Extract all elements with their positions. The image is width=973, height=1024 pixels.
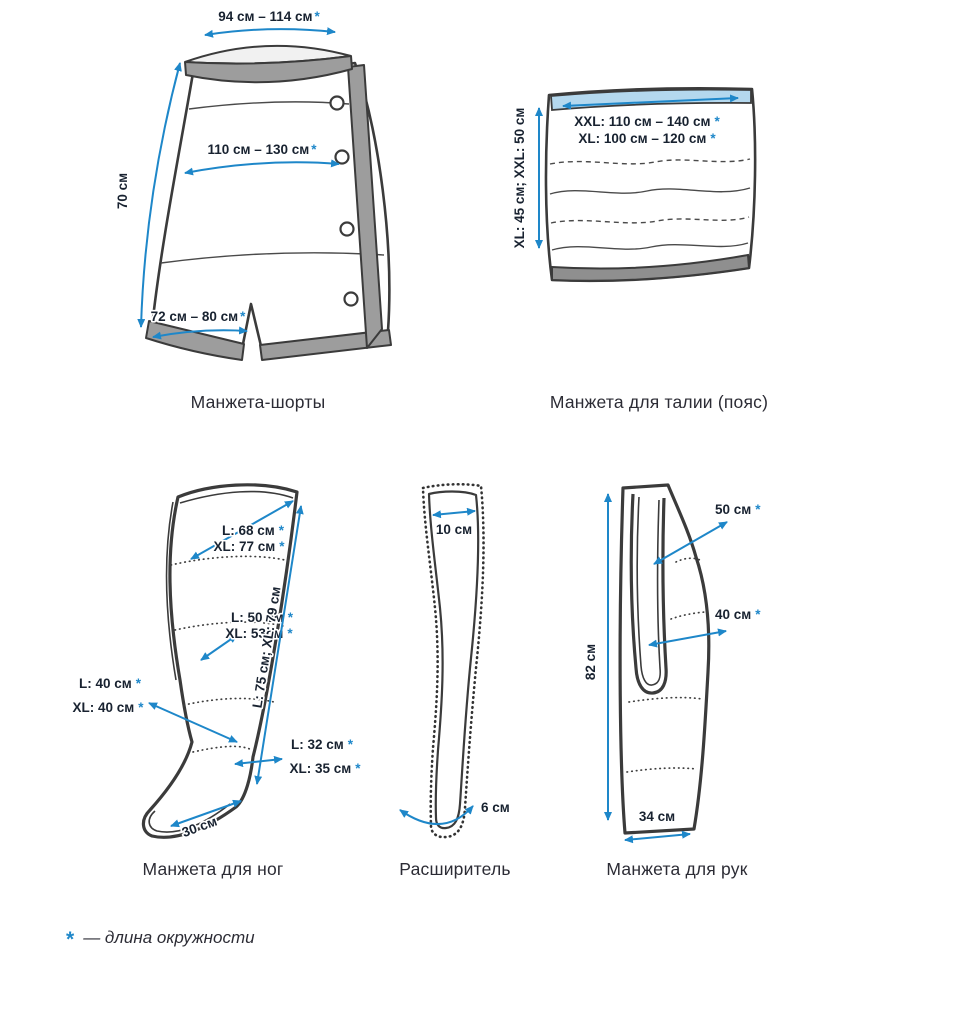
expander-bottom-width-arrow — [399, 805, 474, 825]
arm-length-measurement: 82 см — [583, 644, 598, 680]
forearm-measure-arrow — [648, 628, 727, 648]
leg-cuff-diagram: L: 68 см* XL: 77 см* L: 50 см* XL: 53см*… — [71, 483, 363, 842]
knee-measure-arrow — [200, 634, 238, 661]
thigh-measurement-xl: XL: 77 см* — [213, 539, 285, 554]
height-measure-arrow — [137, 62, 182, 328]
snap-button — [343, 291, 359, 307]
shorts-closure-stripe — [347, 64, 383, 349]
wrist-measurement: 34 см — [639, 809, 675, 824]
calf-measure-arrow — [148, 702, 238, 743]
leg-measurement: 72 см – 80 см* — [151, 309, 247, 324]
waist-measurement: 94 см – 114 см* — [218, 9, 320, 24]
expander-bottom-width: 6 см — [481, 800, 510, 815]
calf-measurement-l: L: 40 см* — [79, 676, 142, 691]
shorts-right-leg-hem — [259, 329, 392, 361]
expander-caption: Расширитель — [399, 859, 511, 879]
belt-roll-crease — [550, 216, 750, 224]
belt-roll-crease — [549, 158, 751, 165]
footnote-text: — длина окружности — [83, 928, 255, 947]
shoulder-measure-arrow — [653, 521, 728, 565]
belt-xxl-measurement: XXL: 110 см – 140 см* — [574, 114, 720, 129]
arm-cuff-strap-inner-line — [636, 496, 662, 686]
expander-diagram: 10 см 6 см — [399, 482, 511, 839]
calf-measurement-xl: XL: 40 см* — [72, 700, 144, 715]
arm-cuff-caption: Манжета для рук — [606, 859, 748, 879]
arm-cuff-seam — [628, 696, 703, 703]
belt-bottom-band — [551, 253, 751, 282]
expander-inner-panel — [427, 490, 480, 830]
arm-cuff-diagram: 50 см* 40 см* 82 см 34 см — [581, 483, 763, 844]
belt-roll-crease — [549, 187, 751, 195]
belt-xl-measurement: XL: 100 см – 120 см* — [578, 131, 716, 146]
leg-length-arrow — [254, 505, 304, 785]
asterisk-marker: * — [66, 928, 75, 951]
leg-cuff-seam — [192, 745, 253, 753]
ankle-measurement-l: L: 32 см* — [291, 737, 354, 752]
snap-button — [329, 95, 345, 111]
wrist-measure-arrow — [624, 830, 691, 844]
snap-button — [339, 221, 355, 237]
shoulder-measurement: 50 см* — [715, 502, 761, 517]
shorts-cuff-diagram: 94 см – 114 см* 70 см 110 см – 130 см* 7… — [113, 7, 392, 361]
waist-measure-arrow — [204, 27, 336, 38]
hips-measure-arrow — [184, 159, 340, 176]
leg-cuff-top-rim-line — [179, 490, 294, 504]
snap-button — [334, 149, 350, 165]
belt-caption: Манжета для талии (пояс) — [549, 392, 769, 412]
leg-measure-arrow — [152, 326, 248, 340]
expander-top-width: 10 см — [436, 522, 472, 537]
shorts-seam-lower — [160, 252, 385, 264]
ankle-measurement-xl: XL: 35 см* — [289, 761, 361, 776]
waist-belt-diagram: XXL: 110 см – 140 см* XL: 100 см – 120 с… — [510, 86, 757, 283]
shorts-waistband — [184, 55, 353, 84]
height-measurement: 70 см — [115, 173, 130, 209]
belt-roll-crease — [551, 242, 749, 251]
leg-cuff-caption: Манжета для ног — [142, 859, 284, 879]
belt-girth-arrow — [562, 94, 739, 110]
forearm-measurement: 40 см* — [715, 607, 761, 622]
arm-cuff-strap — [629, 493, 668, 695]
shorts-caption: Манжета-шорты — [190, 392, 326, 412]
hips-measurement: 110 см – 130 см* — [207, 142, 317, 157]
leg-cuff-edge-layer-line — [165, 501, 177, 681]
belt-height-measurement: XL: 45 см; XXL: 50 см — [512, 108, 527, 249]
footnote: * — длина окружности — [66, 926, 255, 951]
arm-cuff-seam — [626, 767, 697, 773]
foot-measure-arrow — [170, 799, 242, 828]
expander-top-width-arrow — [432, 507, 476, 519]
